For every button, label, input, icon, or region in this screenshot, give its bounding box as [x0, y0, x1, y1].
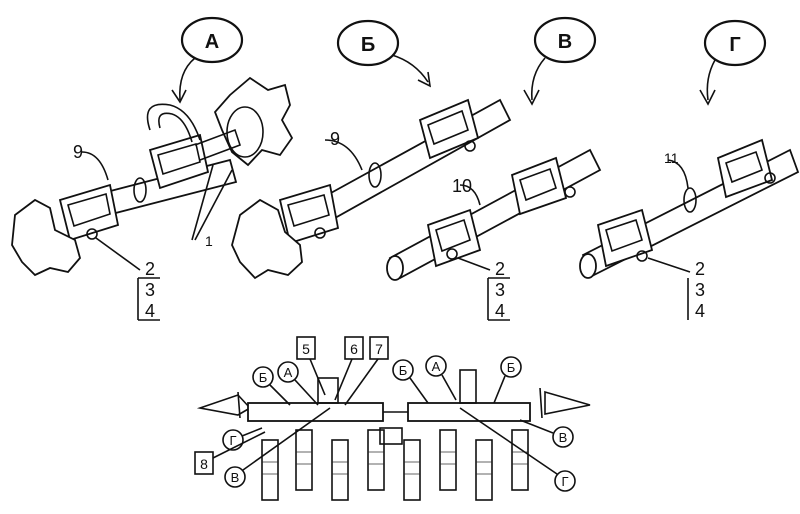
svg-text:10: 10	[452, 176, 472, 196]
svg-text:Б: Б	[399, 363, 408, 378]
svg-text:В: В	[559, 430, 568, 445]
svg-text:5: 5	[302, 341, 310, 357]
svg-text:8: 8	[200, 456, 208, 472]
svg-text:Б: Б	[361, 34, 375, 56]
svg-text:Б: Б	[507, 360, 516, 375]
svg-text:11: 11	[664, 150, 679, 166]
overview-plan: 5 6 7 8 Б А Б А Б Г В В	[194, 336, 591, 501]
svg-text:А: А	[205, 31, 219, 53]
svg-text:А: А	[284, 365, 293, 380]
svg-text:7: 7	[375, 341, 383, 357]
assembly-a: 1 9 2 3 4	[11, 76, 294, 321]
callout-b: Б	[336, 19, 432, 88]
svg-text:3: 3	[145, 280, 155, 300]
svg-text:3: 3	[695, 280, 705, 300]
svg-text:4: 4	[145, 301, 155, 321]
callout-a: А	[171, 16, 244, 104]
svg-text:Г: Г	[229, 433, 236, 448]
assembly-v: 10 2 3 4	[386, 148, 602, 321]
callout-v: В	[523, 16, 597, 106]
svg-text:Б: Б	[259, 370, 268, 385]
svg-text:4: 4	[695, 301, 705, 321]
svg-text:4: 4	[495, 301, 505, 321]
svg-text:А: А	[432, 359, 441, 374]
svg-text:1: 1	[205, 233, 213, 249]
svg-text:9: 9	[73, 142, 83, 162]
svg-text:3: 3	[495, 280, 505, 300]
svg-text:Г: Г	[561, 474, 568, 489]
svg-text:Г: Г	[729, 34, 740, 56]
assembly-g: 11 2 3 4	[579, 138, 800, 321]
svg-text:6: 6	[350, 341, 358, 357]
svg-text:2: 2	[695, 259, 705, 279]
svg-text:9: 9	[330, 129, 340, 149]
svg-text:2: 2	[145, 259, 155, 279]
svg-text:2: 2	[495, 259, 505, 279]
svg-text:В: В	[231, 470, 240, 485]
callout-g: Г	[699, 19, 767, 106]
svg-text:В: В	[558, 31, 572, 53]
assembly-b: 9	[231, 98, 512, 280]
